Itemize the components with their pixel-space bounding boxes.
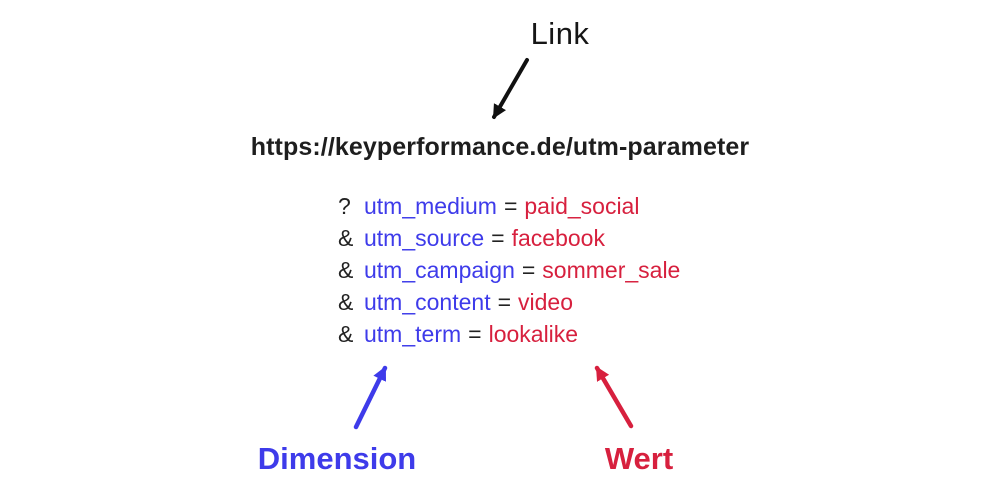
url-text: https://keyperformance.de/utm-parameter — [250, 133, 750, 161]
param-prefix: & — [338, 321, 354, 347]
param-name: utm_campaign — [364, 257, 515, 283]
equals-sign: = — [497, 289, 512, 315]
link-label: Link — [530, 16, 590, 51]
param-name: utm_source — [364, 225, 485, 251]
param-row-utm-campaign: &utm_campaign=sommer_sale — [338, 254, 680, 286]
param-row-utm-term: &utm_term=lookalike — [338, 318, 680, 350]
param-value: lookalike — [488, 321, 579, 347]
equals-sign: = — [468, 321, 482, 347]
equals-sign: = — [521, 257, 536, 283]
param-name: utm_medium — [364, 193, 497, 219]
param-prefix: & — [338, 257, 354, 283]
wert-label: Wert — [604, 441, 674, 476]
param-row-utm-source: &utm_source=facebook — [338, 222, 680, 254]
param-name: utm_term — [364, 321, 462, 347]
param-prefix: & — [338, 225, 354, 251]
dimension-arrow — [353, 365, 388, 430]
link-arrow — [492, 58, 529, 119]
param-value: video — [518, 289, 574, 315]
wert-arrow — [594, 365, 634, 429]
utm-parameter-list: ?utm_medium=paid_social &utm_source=face… — [338, 190, 680, 350]
param-prefix: ? — [338, 193, 351, 219]
param-value: paid_social — [524, 193, 640, 219]
param-row-utm-medium: ? utm_medium=paid_social — [338, 190, 680, 222]
param-row-utm-content: &utm_content=video — [338, 286, 680, 318]
param-prefix: & — [338, 289, 354, 315]
equals-sign: = — [503, 193, 518, 219]
equals-sign: = — [491, 225, 505, 251]
param-name: utm_content — [364, 289, 491, 315]
param-value: sommer_sale — [542, 257, 681, 283]
param-value: facebook — [511, 225, 605, 251]
dimension-label: Dimension — [257, 441, 417, 476]
